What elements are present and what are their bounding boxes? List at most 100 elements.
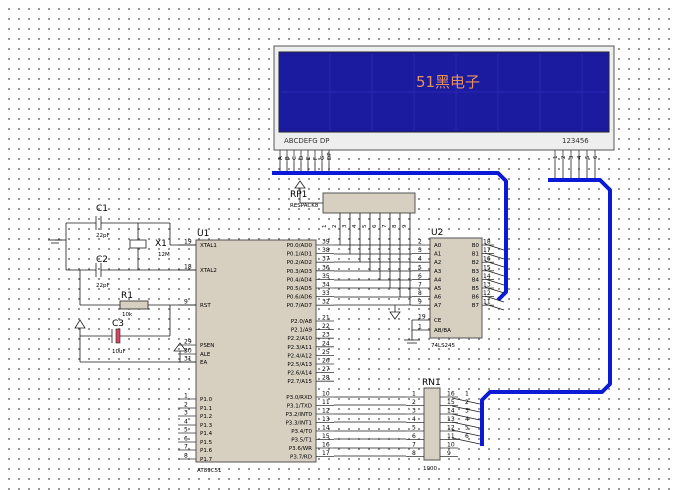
u2-pin-number: 2 <box>418 239 422 246</box>
u2-ref: U2 <box>431 228 443 238</box>
u1-pin-number: 4 <box>184 419 188 426</box>
u2-pin-number: 6 <box>418 273 422 280</box>
lcd-seg-pin-label: E <box>306 156 312 160</box>
u1-pin-number: 14 <box>322 425 330 432</box>
rp1-pin-label: 7 <box>382 224 388 228</box>
u1-pin-name: P1.4 <box>200 431 213 437</box>
u1-pin-number: 30 <box>184 348 192 355</box>
u1-pin-number: 34 <box>322 282 330 289</box>
u2-pin-name: B7 <box>472 303 480 309</box>
p0-wires <box>299 188 412 306</box>
lcd-seg-pin-label: F <box>313 157 319 160</box>
u1-pin-number: 39 <box>322 239 330 246</box>
lcd-seg-pin-label: A <box>278 156 284 160</box>
x1-value: 12M <box>158 252 170 258</box>
lcd-digit-pin-label: 3 <box>569 155 575 159</box>
c3-value: 10uF <box>112 349 126 355</box>
u1-pin-name: P2.1/A9 <box>291 328 313 334</box>
c1-value: 22pF <box>96 233 110 239</box>
u2-pin-number: 19 <box>418 314 426 321</box>
lcd-seg-pin-label: C <box>292 156 298 160</box>
u2-74ls245[interactable]: U2 74LS245 2A03A14A25A36A47A58A69A719CE1… <box>412 228 494 349</box>
u1-pin-name: P3.2/INT0 <box>285 412 312 418</box>
u1-pin-number: 9 <box>184 299 188 306</box>
rp1-pin-label: 9 <box>402 224 408 228</box>
bus-digit-right <box>480 178 612 446</box>
rn1-pin-number: 12 <box>447 425 455 432</box>
c3-ref: C3 <box>112 319 124 329</box>
rn1-pin-number: 6 <box>412 433 416 440</box>
rn1-value: 1000 <box>423 466 437 472</box>
u1-pin-name: P0.3/AD3 <box>287 269 313 275</box>
lcd-digit-pin-label: 5 <box>585 155 591 159</box>
u2-pin-name: A5 <box>434 286 442 292</box>
u1-pin-number: 27 <box>322 366 330 373</box>
u1-pin-name: P1.1 <box>200 406 212 412</box>
u1-pin-number: 5 <box>184 427 188 434</box>
u1-pin-number: 18 <box>184 264 192 271</box>
u2-pin-name: B2 <box>472 260 479 266</box>
u1-pin-name: P0.2/AD2 <box>287 260 312 266</box>
u2-pin-name: A7 <box>434 303 442 309</box>
u1-pin-number: 19 <box>184 239 192 246</box>
u2-pin-number: 3 <box>418 247 422 254</box>
u1-pin-name: EA <box>200 360 207 366</box>
u1-pin-name: P1.6 <box>200 448 213 454</box>
u1-pin-name: P2.5/A13 <box>287 362 312 368</box>
u1-pin-name: P0.7/AD7 <box>287 303 313 309</box>
u1-pin-number: 8 <box>184 453 188 460</box>
u2-pin-number: 7 <box>418 282 422 289</box>
u1-pin-number: 10 <box>322 391 330 398</box>
lcd-seg-pin-label: DP <box>327 152 333 160</box>
u1-pin-name: P1.0 <box>200 397 213 403</box>
u1-pin-number: 25 <box>322 349 330 356</box>
oscillator-circuit[interactable]: C1 22pF C2 22pF X1 12M R1 10k C3 1 <box>48 204 196 363</box>
u1-pin-name: P3.5/T1 <box>291 438 312 444</box>
u1-pin-name: P3.0/RXD <box>286 395 312 401</box>
rp1-pin-label: 8 <box>392 224 398 228</box>
rn1-pin-number: 11 <box>447 433 455 440</box>
lcd-seg-pin-label: B <box>285 156 291 160</box>
u1-part: AT89C51 <box>197 468 222 474</box>
c1-ref: C1 <box>96 204 108 214</box>
u2-pin-name: A3 <box>434 269 442 275</box>
rn1-pin-number: 10 <box>447 442 455 449</box>
u2-pin-number: 11 <box>483 299 491 306</box>
u1-at89c51[interactable]: U1 AT89C51 19XTAL118XTAL29RST29PSEN30ALE… <box>178 229 334 474</box>
u1-pin-name: P2.6/A14 <box>287 371 312 377</box>
u1-pin-name: RST <box>200 303 211 309</box>
u2-pin-name: B3 <box>472 269 480 275</box>
u1-pin-name: P2.7/A15 <box>287 379 312 385</box>
u1-pin-number: 33 <box>322 290 330 297</box>
u2-pin-number: 16 <box>483 256 491 263</box>
u1-pin-name: P3.7/RD <box>290 455 312 461</box>
u2-pin-name: AB/BA <box>434 328 451 334</box>
rn1-pin-number: 8 <box>412 450 416 457</box>
rn1-net-label: 2 <box>465 399 469 406</box>
u1-pin-name: P2.3/A11 <box>287 345 312 351</box>
u1-pin-number: 6 <box>184 436 188 443</box>
u2-pin-name: A0 <box>434 243 442 249</box>
u1-pin-number: 26 <box>322 358 330 365</box>
c2-value: 22pF <box>96 283 110 289</box>
u1-pin-name: P1.3 <box>200 423 213 429</box>
u1-pin-number: 21 <box>322 315 330 322</box>
bus-entries-rn1 <box>451 397 481 445</box>
u2-pin-name: B0 <box>472 243 480 249</box>
u2-pin-number: 17 <box>483 247 491 254</box>
lcd-digit-pin-label: 2 <box>561 156 567 160</box>
lcd-digit-pin-label: 6 <box>593 155 599 159</box>
u1-pin-number: 17 <box>322 450 330 457</box>
u1-pin-name: P2.4/A12 <box>287 353 312 359</box>
rp1-pin-label: 5 <box>362 224 368 228</box>
rn1-net-label: 1 <box>465 391 469 398</box>
u1-pin-number: 12 <box>322 408 330 415</box>
rn1-net-label: 6 <box>465 433 469 440</box>
u2-pin-name: B6 <box>472 295 480 301</box>
lcd-left-caption: ABCDEFG DP <box>284 137 329 145</box>
